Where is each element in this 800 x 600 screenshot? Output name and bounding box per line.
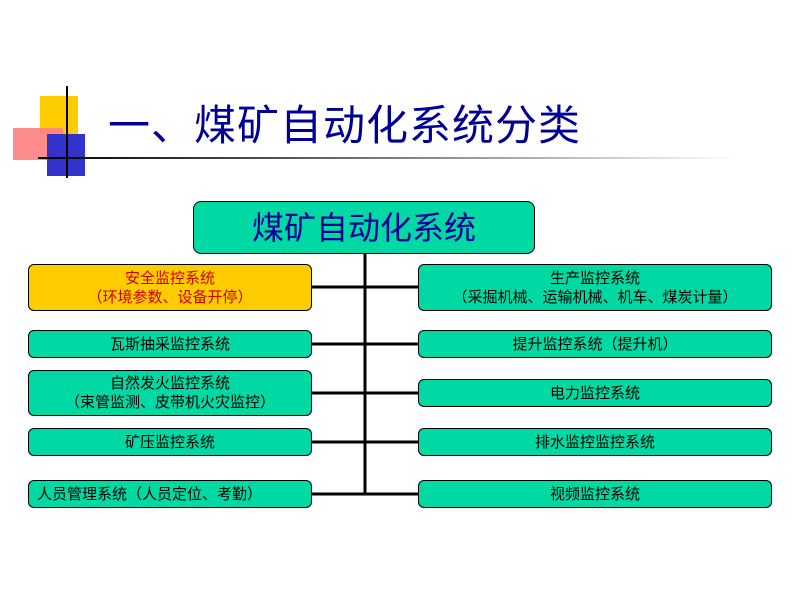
node-power-monitoring: 电力监控系统 [418,379,772,407]
decor-vertical-line [66,86,68,178]
root-label: 煤矿自动化系统 [251,208,476,247]
decor-yellow-square [40,96,78,134]
root-node: 煤矿自动化系统 [193,201,535,254]
node-label: 提升监控系统（提升机） [512,334,678,353]
node-label: 生产监控系统 [549,268,640,287]
node-safety-monitoring: 安全监控系统 （环境参数、设备开停） [28,264,312,311]
node-hoist-monitoring: 提升监控系统（提升机） [418,330,772,358]
node-label: 视频监控系统 [549,484,640,503]
node-spontaneous-fire: 自然发火监控系统 （束管监测、皮带机火灾监控） [28,370,312,416]
node-sub: （束管监测、皮带机火灾监控） [64,393,275,411]
title-underline [38,157,738,159]
node-drainage-monitoring: 排水监控监控系统 [418,428,772,456]
node-label: 矿压监控系统 [124,432,215,451]
node-label: 排水监控监控系统 [534,432,655,451]
node-production-monitoring: 生产监控系统 （采掘机械、运输机械、机车、煤炭计量） [418,264,772,311]
node-video-monitoring: 视频监控系统 [418,480,772,508]
node-sub: （采掘机械、运输机械、机车、煤炭计量） [452,287,738,306]
node-label: 自然发火监控系统 [109,374,230,392]
node-gas-drainage: 瓦斯抽采监控系统 [28,330,312,358]
node-label: 安全监控系统 [124,268,215,287]
node-personnel: 人员管理系统（人员定位、考勤） [28,480,312,508]
node-sub: （环境参数、设备开停） [87,287,253,306]
node-label: 电力监控系统 [549,383,640,402]
node-rock-pressure: 矿压监控系统 [28,428,312,456]
node-label: 人员管理系统（人员定位、考勤） [37,484,263,503]
node-label: 瓦斯抽采监控系统 [109,334,230,353]
slide-title: 一、煤矿自动化系统分类 [108,101,582,150]
